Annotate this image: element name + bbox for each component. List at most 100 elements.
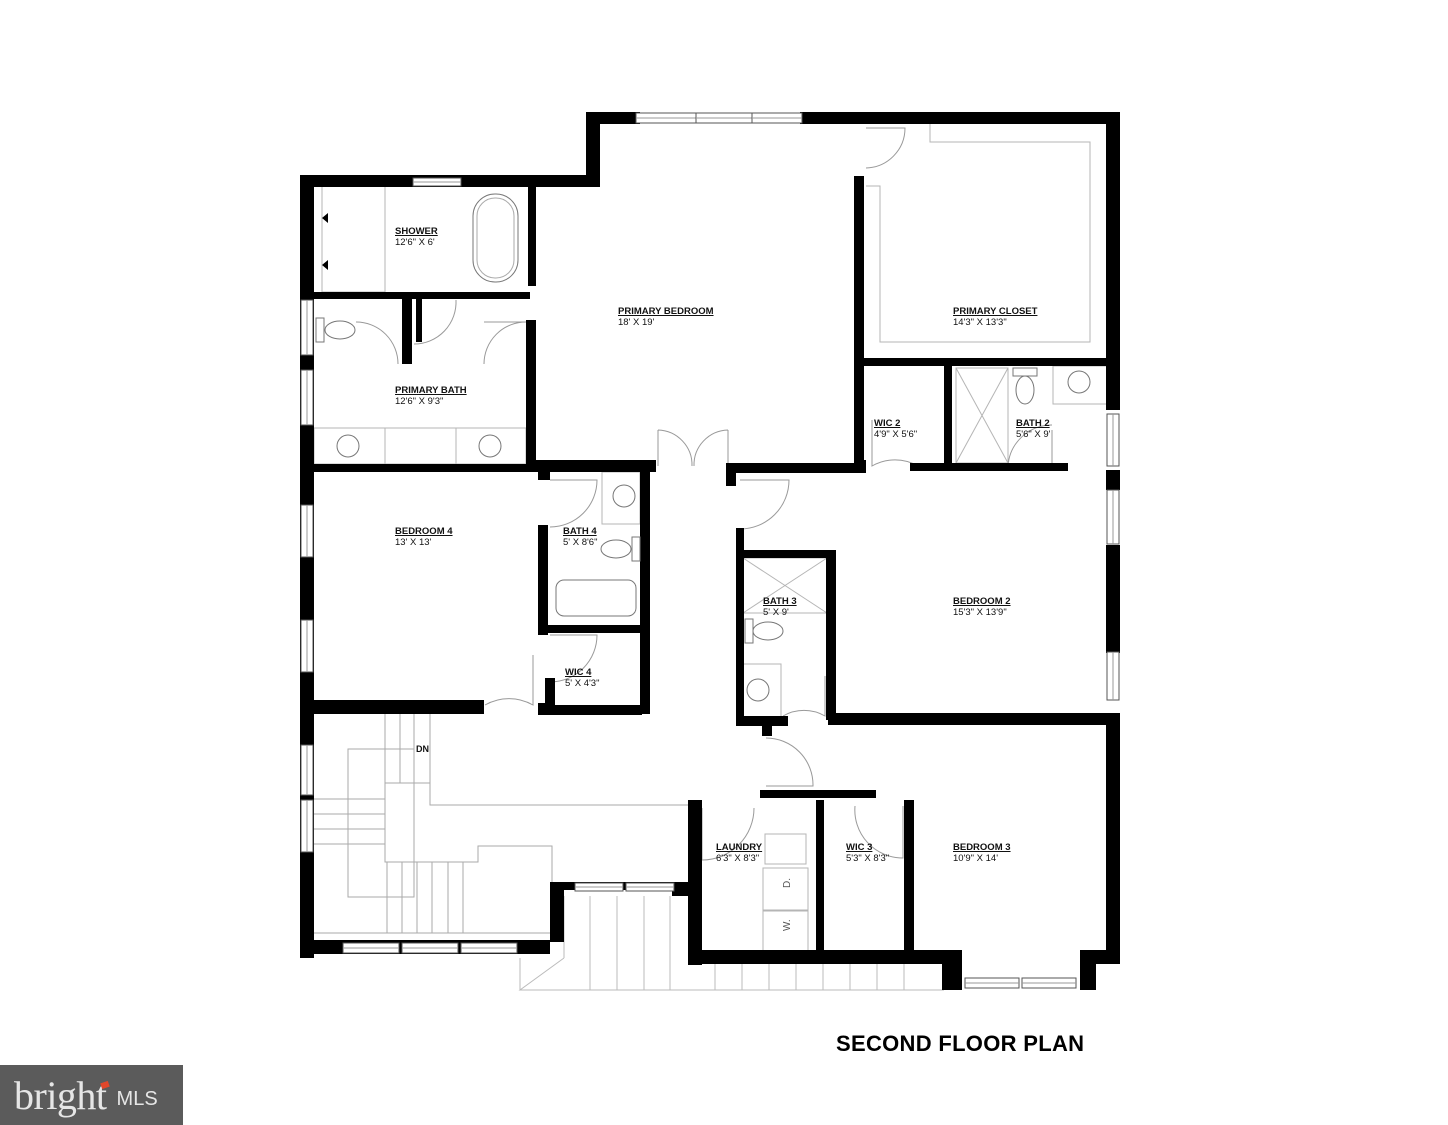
bathtub-icon — [555, 579, 637, 617]
room-name: SHOWER — [395, 226, 438, 237]
room-dimensions: 10'9" X 14' — [953, 852, 999, 864]
sink-icon — [1067, 370, 1091, 394]
room-name: BATH 3 — [763, 596, 797, 607]
wall-segment — [526, 320, 536, 466]
room-label-bath-4: BATH 4 5' X 8'6" — [563, 526, 598, 549]
room-dimensions: 14'3" X 13'3" — [953, 316, 1007, 328]
room-name: PRIMARY CLOSET — [953, 306, 1038, 317]
door-swings — [355, 127, 1053, 861]
room-name: BEDROOM 4 — [395, 526, 453, 537]
wall-segment — [528, 460, 656, 472]
brand-word: bright — [14, 1072, 107, 1118]
wall-segment — [910, 463, 948, 471]
bath3-vanity — [742, 663, 782, 719]
room-label-primary-closet: PRIMARY CLOSET 14'3" X 13'3" — [953, 306, 1038, 329]
plan-title: SECOND FLOOR PLAN — [836, 1031, 1085, 1056]
wall-segment — [762, 716, 772, 736]
wall-segment — [858, 358, 1114, 366]
wall-segment — [736, 528, 744, 723]
room-dimensions: 12'6" X 9'3" — [395, 395, 444, 407]
wall-segment — [760, 790, 820, 798]
wall-segment — [545, 678, 555, 713]
toilet-icon — [315, 317, 356, 343]
wall-segment — [826, 550, 836, 720]
laundry-sink — [764, 833, 807, 865]
bath4-vanity — [601, 471, 641, 525]
room-dimensions: 4'9" X 5'6" — [874, 428, 918, 440]
wall-segment — [726, 466, 736, 486]
wall-segment — [416, 292, 422, 342]
wall-segment — [944, 366, 952, 466]
wall-segment — [672, 882, 688, 896]
room-name: PRIMARY BATH — [395, 385, 467, 396]
toilet-icon — [744, 618, 784, 644]
wall-segment — [538, 466, 550, 480]
brand-suffix: MLS — [116, 1087, 158, 1110]
wall-segment — [688, 950, 946, 964]
toilet-icon — [1012, 367, 1038, 405]
room-dimensions: 5'3" X 8'3" — [846, 852, 890, 864]
wall-segment — [640, 466, 650, 714]
room-label-bath-2: BATH 2 5'6" X 9' — [1016, 418, 1051, 441]
windows — [300, 112, 1120, 989]
bright-mls-logo: bright MLS — [0, 1065, 183, 1125]
room-label-wic-4: WIC 4 5' X 4'3" — [565, 667, 599, 690]
wall-segment — [688, 800, 702, 965]
room-dimensions: 5'6" X 9' — [1016, 428, 1051, 440]
room-dimensions: 6'3" X 8'3" — [716, 852, 760, 864]
closet-shelving — [866, 124, 1091, 343]
wall-segment — [1080, 955, 1096, 990]
wall-segment — [942, 950, 962, 990]
room-label-wic-2: WIC 2 4'9" X 5'6" — [874, 418, 918, 441]
wall-segment — [828, 713, 1120, 725]
washer-label: W. — [782, 919, 793, 931]
wall-segment — [586, 112, 640, 124]
room-label-bedroom-3: BEDROOM 3 10'9" X 14' — [953, 842, 1011, 865]
room-name: WIC 3 — [846, 842, 873, 853]
wall-segment — [538, 705, 642, 715]
freestanding-tub-icon — [472, 193, 519, 283]
room-name: WIC 4 — [565, 667, 592, 678]
wall-segment — [586, 112, 600, 187]
wall-segment — [1106, 112, 1120, 410]
toilet-icon — [600, 536, 641, 562]
room-dimensions: 18' X 19' — [618, 316, 655, 328]
room-dimensions: 13' X 13' — [395, 536, 432, 548]
room-label-laundry: LAUNDRY 6'3" X 8'3" — [716, 842, 763, 865]
dryer — [762, 867, 809, 911]
wall-segment — [538, 525, 548, 635]
wall-segment — [858, 112, 866, 124]
shower-bench — [321, 185, 386, 293]
wall-segment — [726, 463, 866, 473]
wall-segment — [402, 292, 412, 364]
wall-segment — [1106, 715, 1120, 963]
wall-segment — [314, 464, 538, 472]
bath2-vanity — [1052, 365, 1108, 405]
wall-segment — [904, 800, 914, 960]
wall-segment — [538, 703, 552, 713]
wall-segment — [816, 790, 876, 798]
room-dimensions: 5' X 8'6" — [563, 536, 598, 548]
sink-icon — [746, 678, 770, 702]
room-name: BATH 2 — [1016, 418, 1050, 429]
room-name: LAUNDRY — [716, 842, 763, 853]
room-label-shower: SHOWER 12'6" X 6' — [395, 226, 438, 249]
room-label-bedroom-2: BEDROOM 2 15'3" X 13'9" — [953, 596, 1011, 619]
wall-segment — [314, 700, 484, 714]
wall-segment — [736, 550, 836, 558]
wall-segment — [400, 292, 530, 299]
wall-segment — [948, 463, 1068, 471]
room-label-bath-3: BATH 3 5' X 9' — [763, 596, 797, 619]
wall-segment — [800, 112, 1120, 124]
stair-direction-label: DN — [416, 744, 429, 754]
room-name: BEDROOM 2 — [953, 596, 1011, 607]
wall-segment — [854, 176, 864, 466]
shower-head-icon — [322, 213, 328, 270]
sink-icon — [336, 434, 360, 458]
deck — [518, 896, 944, 991]
room-dimensions: 12'6" X 6' — [395, 236, 435, 248]
brand-accent-mark — [99, 1080, 110, 1090]
wall-segment — [1106, 470, 1120, 490]
room-dimensions: 5' X 9' — [763, 606, 789, 618]
